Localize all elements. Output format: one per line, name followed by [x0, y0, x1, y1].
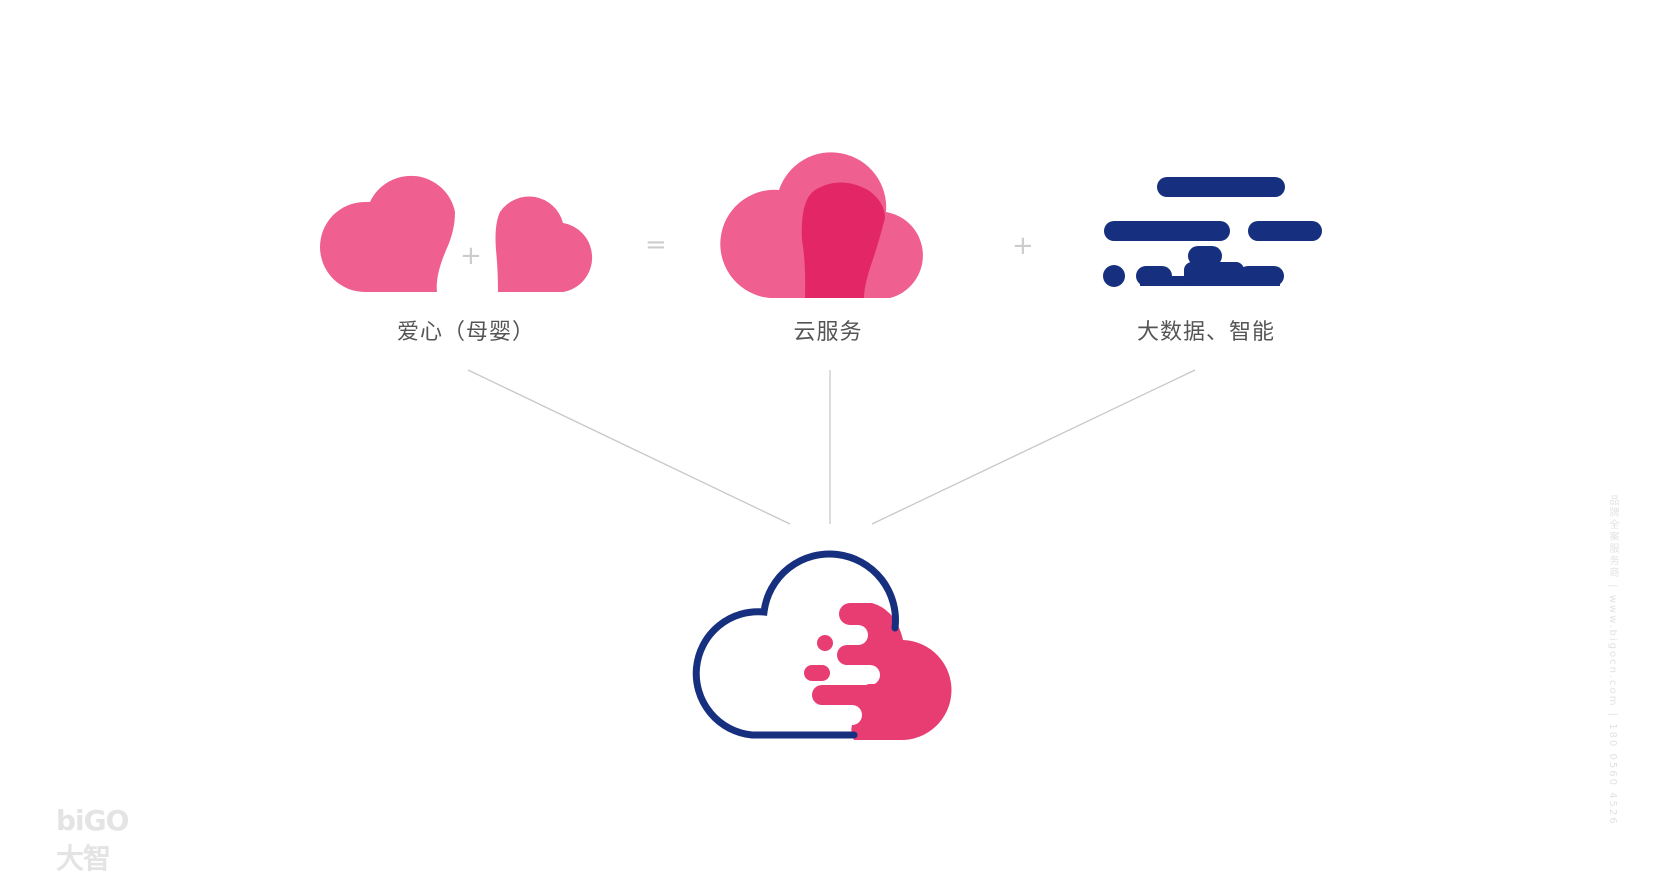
contact-watermark: 品牌全案服务商 | www.bigocn.com | 180 0560 4526 — [1607, 495, 1618, 826]
brand-watermark-logo: biGO 大智 — [56, 800, 156, 875]
double-heart-cloud-icon — [320, 175, 593, 292]
caption-data: 大数据、智能 — [1136, 320, 1275, 345]
caption-cloud: 云服务 — [793, 320, 863, 345]
brand-watermark-text: biGO 大智 — [56, 804, 129, 875]
data-streams-icon — [1103, 177, 1322, 287]
plus-operator-1: + — [460, 241, 482, 271]
cloud-data-logo-icon — [692, 550, 952, 741]
plus-operator-2: + — [1012, 231, 1034, 261]
caption-love: 爱心（母婴） — [396, 320, 535, 345]
cloud-heart-icon — [720, 152, 923, 298]
equals-operator: = — [645, 230, 667, 260]
connector-lines — [467, 369, 1196, 525]
